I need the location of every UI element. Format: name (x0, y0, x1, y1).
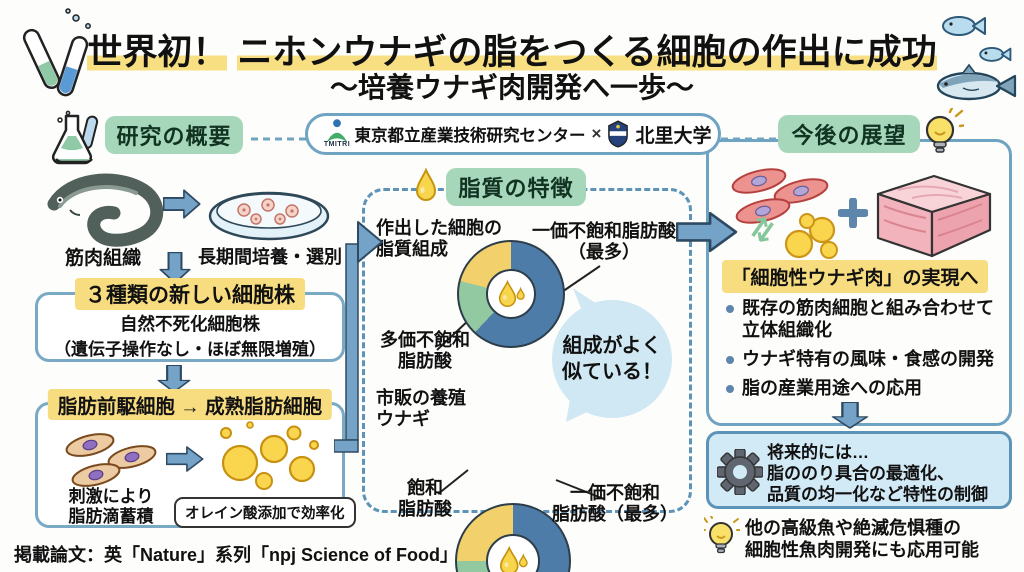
org-separator: × (591, 124, 602, 143)
application-note: 他の高級魚や絶滅危惧種の 細胞性魚肉開発にも応用可能 (745, 518, 979, 562)
chart2-green-label-line2: 脂肪酸 (398, 499, 452, 520)
title-part2: ニホンウナギの脂をつくる細胞の作出に成功 (237, 33, 937, 72)
partnership-pill: TMITRI 東京都立産業技術研究センター × 北里大学 (305, 113, 721, 155)
similarity-speech-bubble: 組成がよく 似ている！ (552, 300, 672, 418)
bullet-item: ウナギ特有の風味・食感の開発 (722, 349, 998, 371)
long-term-line2: 脂ののり具合の最適化、 (767, 464, 954, 484)
chart2-blue-label-line1: 一価不飽和 (570, 483, 660, 503)
lipid-badge-label: 脂質の特徴 (458, 176, 574, 201)
chart2-green-label-line1: 飽和 (407, 478, 443, 498)
tmitri-logo: TMITRI (322, 118, 352, 156)
flow-arrow-right-1 (163, 189, 201, 219)
bubble-line1: 組成がよく (562, 335, 662, 357)
flow-arrow-down-1 (159, 252, 191, 284)
chart1-green-label-line1: 多価不飽和 (380, 330, 470, 350)
fat-droplets-illustration (220, 421, 319, 490)
cell-lines-line2: （遺伝子操作なし・ほぼ無限増殖） (54, 340, 326, 359)
flow-arrow-right-3 (676, 211, 738, 253)
droplet-icon (415, 167, 437, 201)
bullet-item: 既存の筋肉細胞と組み合わせて立体組織化 (722, 298, 998, 342)
droplet-center-icon (499, 546, 528, 572)
fish-icons (936, 16, 1017, 101)
long-term-line3: 品質の均一化など特性の制御 (767, 485, 988, 505)
muscle-cells-illustration (731, 168, 829, 224)
cell-lines-line1: 自然不死化細胞株 (120, 314, 260, 334)
kitasato-shield-icon (608, 120, 629, 148)
citation-text: 掲載論文：英「Nature」系列「npj Science of Food」（11… (14, 545, 561, 565)
chart1-blue-label-line2: （最多） (568, 242, 640, 263)
cell-lines-box-title: ３種類の新しい細胞株 (75, 278, 305, 310)
culture-label: 長期間培養・選別 (198, 247, 342, 267)
chart2-title-line2: ウナギ (376, 409, 430, 430)
future-bullet-list: 既存の筋肉細胞と組み合わせて立体組織化 ウナギ特有の風味・食感の開発 脂の産業用… (722, 298, 998, 407)
chart2-title-line1: 市販の養殖 (376, 388, 466, 408)
flow-arrow-down-3 (831, 402, 869, 429)
gear-icon (717, 449, 763, 495)
chart1-blue-label-line1: 一価不飽和脂肪酸 (532, 221, 676, 241)
org2-name: 北里大学 (635, 125, 712, 147)
lipid-badge: 脂質の特徴 (446, 168, 586, 206)
adipocyte-box-title: 脂肪前駆細胞 → 成熟脂肪細胞 (47, 389, 333, 420)
cell-lines-box: ３種類の新しい細胞株 自然不死化細胞株 （遺伝子操作なし・ほぼ無限増殖） (35, 278, 345, 362)
long-term-text: 将来的には… 脂ののり具合の最適化、 品質の均一化など特性の制御 (767, 442, 988, 505)
plus-icon (838, 198, 868, 228)
stimulus-caption-line2: 脂肪滴蓄積 (68, 507, 154, 527)
flow-arrow-right-2 (166, 446, 204, 472)
chart1-donut (457, 240, 565, 348)
future-badge-label: 今後の展望 (791, 123, 907, 148)
chart1-green-label-line2: 脂肪酸 (398, 351, 452, 372)
preadipocyte-cells-illustration (65, 433, 157, 487)
droplet-center-icon (498, 280, 525, 307)
bullet-item: 脂の産業用途への応用 (722, 378, 998, 400)
adipocyte-box: 脂肪前駆細胞 → 成熟脂肪細胞 刺激により 脂肪滴蓄積 オレイン酸添加で効率化 (35, 389, 356, 528)
chart2-blue-label-line2: 脂肪酸（最多） (552, 504, 678, 525)
page-subtitle: 〜培養ウナギ肉開発へ一歩〜 (329, 72, 694, 103)
eel-illustration (47, 173, 164, 247)
org1-name: 東京都立産業技術研究センター (354, 127, 586, 145)
lightbulb-icon (925, 108, 964, 153)
chart2-title: 市販の養殖 ウナギ (376, 388, 466, 430)
bubble-line2: 似ている！ (562, 361, 662, 383)
future-badge: 今後の展望 (778, 115, 920, 153)
application-note-line2: 細胞性魚肉開発にも応用可能 (745, 539, 979, 560)
long-term-line1: 将来的には… (767, 443, 869, 462)
chart1-blue-label: 一価不飽和脂肪酸 （最多） (524, 221, 684, 263)
tmitri-logo-text: TMITRI (323, 141, 351, 148)
muscle-tissue-label: 筋肉組織 (64, 248, 141, 269)
chart1-title-line2: 脂質組成 (376, 239, 448, 260)
chart1-green-label: 多価不飽和 脂肪酸 (370, 330, 480, 372)
fish-small-1 (942, 16, 986, 36)
meat-block-illustration (876, 174, 992, 258)
flow-connector-to-lipid (334, 221, 383, 453)
realization-heading: 「細胞性ウナギ肉」の実現へ (722, 260, 988, 293)
lightbulb-small-icon (704, 516, 740, 554)
flow-arrow-down-2 (157, 365, 191, 393)
fish-large (936, 63, 1017, 101)
stimulus-caption-line1: 刺激により (68, 487, 154, 506)
chart2-green-label: 飽和 脂肪酸 (390, 478, 460, 520)
chart2-blue-label: 一価不飽和 脂肪酸（最多） (545, 483, 685, 525)
page-title: 世界初！ニホンウナギの脂をつくる細胞の作出に成功 (0, 24, 1024, 75)
flask-icon (51, 110, 99, 165)
long-term-box: 将来的には… 脂ののり具合の最適化、 品質の均一化など特性の制御 (706, 431, 1012, 509)
overview-badge-label: 研究の概要 (116, 124, 232, 149)
title-part1: 世界初！ (87, 33, 228, 72)
overview-badge: 研究の概要 (105, 116, 243, 154)
chart1-title: 作出した細胞の 脂質組成 (376, 218, 502, 260)
oleic-acid-bubble: オレイン酸添加で効率化 (174, 497, 356, 528)
chart1-title-line1: 作出した細胞の (376, 218, 502, 238)
fat-balls-illustration (784, 213, 838, 259)
fish-small-2 (979, 46, 1012, 62)
test-tubes-icon (22, 8, 91, 97)
stimulus-caption: 刺激により 脂肪滴蓄積 (46, 487, 176, 528)
application-note-line1: 他の高級魚や絶滅危惧種の (745, 518, 961, 538)
petri-dish-illustration (208, 191, 330, 241)
